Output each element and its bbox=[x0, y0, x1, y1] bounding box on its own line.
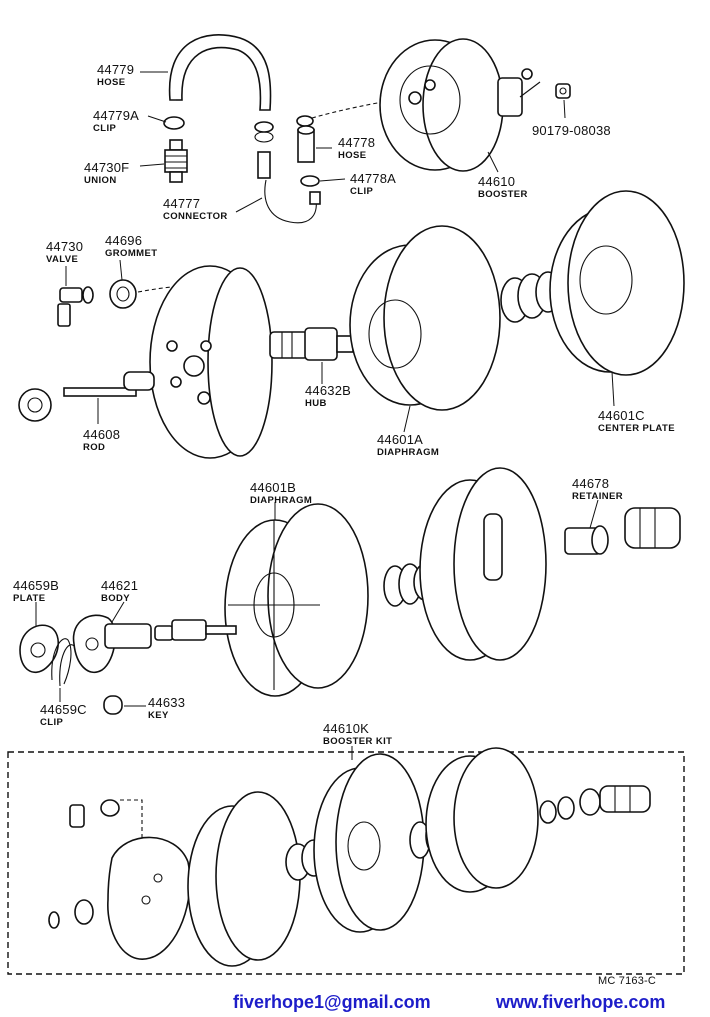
svg-text:44696: 44696 bbox=[105, 233, 142, 248]
part-label-44696: 44696 GROMMET bbox=[105, 233, 157, 259]
svg-text:44777: 44777 bbox=[163, 196, 200, 211]
booster-kit-box bbox=[7, 751, 685, 975]
svg-text:GROMMET: GROMMET bbox=[105, 248, 157, 259]
part-label-44621: 44621 BODY bbox=[101, 578, 138, 604]
clip-44659c-drawing bbox=[51, 638, 75, 687]
svg-text:44632B: 44632B bbox=[305, 383, 351, 398]
svg-text:44779A: 44779A bbox=[93, 108, 139, 123]
part-label-44778a: 44778A CLIP bbox=[350, 171, 396, 197]
nut-90179-drawing bbox=[555, 83, 571, 99]
union-44730f-drawing bbox=[164, 139, 188, 183]
svg-text:44633: 44633 bbox=[148, 695, 185, 710]
footer-website-link[interactable]: www.fiverhope.com bbox=[496, 992, 666, 1012]
part-label-44610k: 44610K BOOSTER KIT bbox=[323, 721, 392, 747]
part-label-44601a: 44601A DIAPHRAGM bbox=[377, 432, 439, 458]
diaphragm-44601b-drawing bbox=[224, 503, 369, 697]
svg-text:44601A: 44601A bbox=[377, 432, 423, 447]
svg-text:44778A: 44778A bbox=[350, 171, 396, 186]
svg-text:BODY: BODY bbox=[101, 593, 130, 604]
svg-text:44610K: 44610K bbox=[323, 721, 369, 736]
svg-text:CLIP: CLIP bbox=[350, 186, 374, 197]
diaphragm-44601a-drawing bbox=[349, 225, 501, 411]
part-label-44633: 44633 KEY bbox=[148, 695, 185, 721]
part-label-44678: 44678 RETAINER bbox=[572, 476, 623, 502]
clip-44779a-drawing bbox=[163, 116, 274, 143]
svg-text:44621: 44621 bbox=[101, 578, 138, 593]
footer-email-link[interactable]: fiverhope1@gmail.com bbox=[233, 992, 431, 1012]
svg-text:44659C: 44659C bbox=[40, 702, 87, 717]
svg-text:HUB: HUB bbox=[305, 398, 327, 409]
part-label-44659c: 44659C CLIP bbox=[40, 702, 87, 728]
svg-text:HOSE: HOSE bbox=[338, 150, 367, 161]
svg-text:44678: 44678 bbox=[572, 476, 609, 491]
grommet-44696-drawing bbox=[109, 279, 137, 309]
svg-text:BOOSTER: BOOSTER bbox=[478, 189, 528, 200]
connector-44777-drawing bbox=[257, 151, 321, 224]
svg-text:CENTER PLATE: CENTER PLATE bbox=[598, 423, 675, 434]
part-label-44608: 44608 ROD bbox=[83, 427, 120, 453]
rear-shell-drawing bbox=[419, 467, 547, 661]
key-44633-drawing bbox=[103, 695, 123, 715]
rod-44608-drawing bbox=[18, 371, 155, 422]
retainer-44678-drawing bbox=[564, 507, 681, 555]
part-label-44730: 44730 VALVE bbox=[46, 239, 83, 265]
part-label-44632b: 44632B HUB bbox=[305, 383, 351, 409]
part-label-44777: 44777 CONNECTOR bbox=[163, 196, 228, 222]
svg-text:UNION: UNION bbox=[84, 175, 117, 186]
part-label-44779: 44779 HOSE bbox=[97, 62, 134, 88]
svg-text:RETAINER: RETAINER bbox=[572, 491, 623, 502]
valve-rod-drawing bbox=[154, 619, 237, 641]
hub-44632b-drawing bbox=[269, 327, 354, 361]
svg-text:44601B: 44601B bbox=[250, 480, 296, 495]
svg-text:KEY: KEY bbox=[148, 710, 169, 721]
svg-text:44601C: 44601C bbox=[598, 408, 645, 423]
svg-text:CLIP: CLIP bbox=[93, 123, 117, 134]
part-label-44730f: 44730F UNION bbox=[84, 160, 129, 186]
valve-44730-drawing bbox=[57, 286, 94, 327]
svg-text:44730: 44730 bbox=[46, 239, 83, 254]
leader-lines bbox=[35, 71, 615, 760]
svg-text:BOOSTER KIT: BOOSTER KIT bbox=[323, 736, 392, 747]
svg-text:HOSE: HOSE bbox=[97, 77, 126, 88]
svg-text:90179-08038: 90179-08038 bbox=[532, 123, 611, 138]
part-label-44778: 44778 HOSE bbox=[338, 135, 375, 161]
diagram-code: MC 7163-C bbox=[598, 975, 656, 987]
svg-text:VALVE: VALVE bbox=[46, 254, 78, 265]
part-label-44610: 44610 BOOSTER bbox=[478, 174, 528, 200]
svg-text:CONNECTOR: CONNECTOR bbox=[163, 211, 228, 222]
svg-text:ROD: ROD bbox=[83, 442, 105, 453]
part-label-90179: 90179-08038 bbox=[532, 123, 611, 138]
part-label-44779a: 44779A CLIP bbox=[93, 108, 139, 134]
part-label-44601c: 44601C CENTER PLATE bbox=[598, 408, 675, 434]
svg-text:44779: 44779 bbox=[97, 62, 134, 77]
booster-44610-drawing bbox=[379, 38, 541, 172]
svg-text:DIAPHRAGM: DIAPHRAGM bbox=[250, 495, 312, 506]
svg-text:44610: 44610 bbox=[478, 174, 515, 189]
plate-44659b-drawing bbox=[19, 624, 59, 674]
svg-text:PLATE: PLATE bbox=[13, 593, 45, 604]
body-44621-drawing bbox=[72, 614, 152, 673]
hose-44778-drawing bbox=[296, 115, 320, 187]
center-plate-44601c-drawing bbox=[549, 190, 685, 376]
svg-text:CLIP: CLIP bbox=[40, 717, 64, 728]
front-shell-drawing bbox=[149, 265, 273, 459]
hose-44779-drawing bbox=[168, 34, 272, 111]
svg-text:44778: 44778 bbox=[338, 135, 375, 150]
svg-text:44659B: 44659B bbox=[13, 578, 59, 593]
footer: fiverhope1@gmail.com www.fiverhope.com bbox=[0, 988, 710, 1017]
part-label-44601b: 44601B DIAPHRAGM bbox=[250, 480, 312, 506]
part-label-44659b: 44659B PLATE bbox=[13, 578, 59, 604]
svg-text:44608: 44608 bbox=[83, 427, 120, 442]
svg-text:44730F: 44730F bbox=[84, 160, 129, 175]
svg-text:DIAPHRAGM: DIAPHRAGM bbox=[377, 447, 439, 458]
booster-kit-parts-drawing bbox=[48, 747, 651, 967]
